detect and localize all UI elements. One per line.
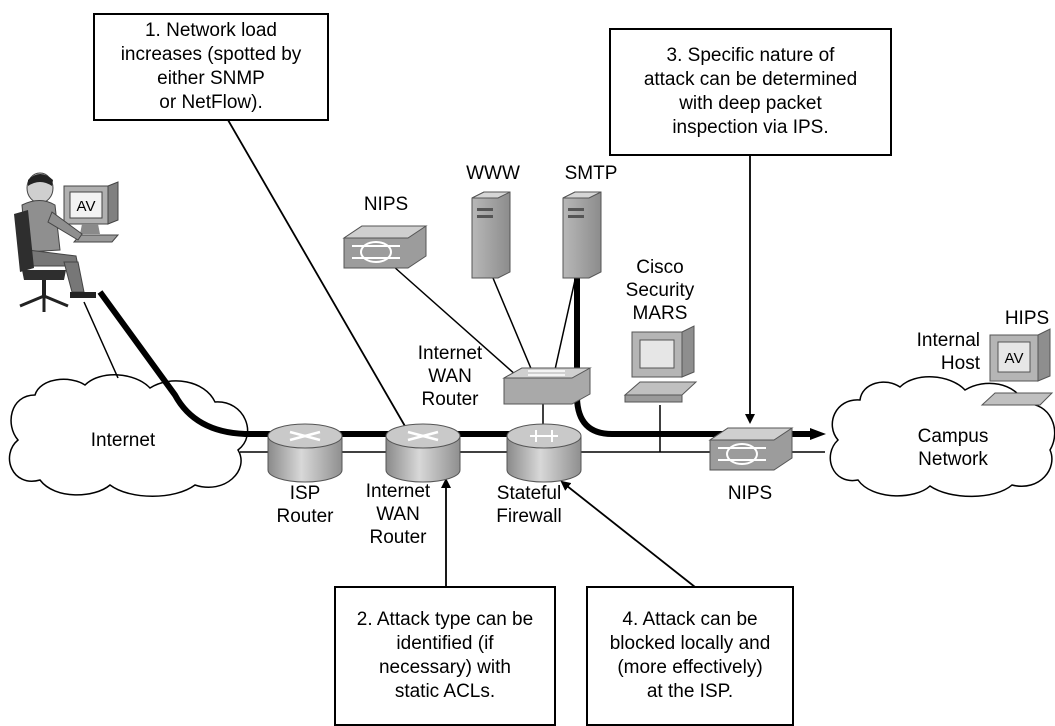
nips-top-icon <box>342 225 428 269</box>
isp-router-label: ISP Router <box>276 483 334 527</box>
nips-top-label: NIPS <box>363 194 409 215</box>
internet-wan-router-label: Internet WAN Router <box>365 481 431 548</box>
stateful-firewall-label: Stateful Firewall <box>496 483 562 527</box>
callout-1: 1. Network load increases (spotted by ei… <box>93 13 329 121</box>
cisco-security-mars-label: Cisco Security MARS <box>625 257 695 324</box>
www-server-icon <box>471 191 511 279</box>
www-label: WWW <box>466 163 520 184</box>
av-host-label: AV <box>1005 350 1024 367</box>
internal-host-label: Internal Host <box>916 330 980 374</box>
stateful-firewall-icon <box>506 423 582 483</box>
isp-router-icon <box>267 423 343 483</box>
callout-arrows <box>227 119 755 588</box>
smtp-server-icon <box>562 191 602 279</box>
smtp-label: SMTP <box>564 163 618 184</box>
internet-cloud <box>8 374 249 497</box>
campus-network-label: Campus Network <box>917 426 989 470</box>
hips-label: HIPS <box>1004 308 1050 329</box>
internal-host-workstation-icon <box>980 328 1054 406</box>
nips-bottom-icon <box>708 427 794 471</box>
callout-4: 4. Attack can be blocked locally and (mo… <box>586 586 794 726</box>
mars-workstation-icon <box>623 325 698 403</box>
av-attacker-label: AV <box>77 198 96 215</box>
callout-2: 2. Attack type can be identified (if nec… <box>334 586 556 726</box>
callout-4-text: 4. Attack can be blocked locally and (mo… <box>609 609 771 702</box>
callout-1-text: 1. Network load increases (spotted by ei… <box>120 20 302 113</box>
callout-2-text: 2. Attack type can be identified (if nec… <box>356 609 534 702</box>
internet-wan-router-upper-label: Internet WAN Router <box>417 343 483 410</box>
campus-network-cloud <box>829 376 1055 498</box>
attack-arrowhead <box>810 428 826 440</box>
internet-label: Internet <box>90 430 156 451</box>
attacker-figure-icon <box>14 172 120 312</box>
internet-wan-router-icon <box>385 423 461 483</box>
switch-icon <box>502 367 592 405</box>
nips-bottom-label: NIPS <box>727 483 773 504</box>
callout-3-text: 3. Specific nature of attack can be dete… <box>643 45 858 138</box>
callout-3: 3. Specific nature of attack can be dete… <box>609 28 892 156</box>
